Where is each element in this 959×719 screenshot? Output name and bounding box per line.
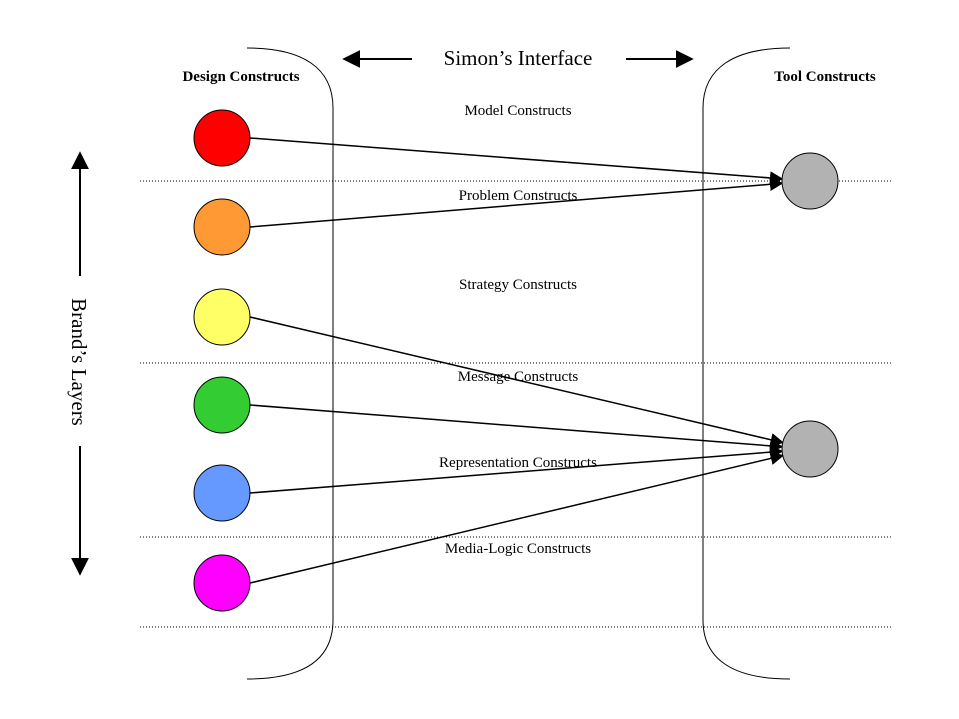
- design-node-magenta: [193, 554, 251, 612]
- design-node-orange: [193, 198, 251, 256]
- tool-node-upper: [781, 152, 839, 210]
- right-interface-bracket: [702, 47, 791, 680]
- layer-label: Message Constructs: [458, 369, 579, 385]
- design-node-blue: [193, 464, 251, 522]
- design-node-green: [193, 376, 251, 434]
- connector-arrow: [249, 404, 784, 453]
- connectors: [249, 137, 785, 584]
- interface-title: Simon’s Interface: [444, 46, 593, 70]
- brands-layers-label: Brand’s Layers: [67, 298, 91, 426]
- design-node-yellow: [193, 288, 251, 346]
- connector-arrow: [249, 137, 784, 185]
- left-interface-bracket: [246, 47, 334, 680]
- tool-nodes: [781, 152, 839, 478]
- design-nodes: [193, 109, 251, 612]
- design-constructs-heading: Design Constructs: [182, 69, 299, 85]
- connector-arrow: [249, 451, 785, 584]
- layer-separators: [140, 180, 892, 628]
- layer-label: Media-Logic Constructs: [445, 541, 591, 557]
- layer-label: Strategy Constructs: [459, 277, 577, 293]
- design-node-red: [193, 109, 251, 167]
- connector-arrow: [249, 177, 784, 228]
- tool-constructs-heading: Tool Constructs: [774, 69, 876, 85]
- connector-arrow: [249, 445, 784, 494]
- layer-label: Model Constructs: [464, 103, 571, 119]
- layer-label: Problem Constructs: [459, 188, 578, 204]
- layer-label: Representation Constructs: [439, 455, 597, 471]
- tool-node-lower: [781, 420, 839, 478]
- layer-labels: Model Constructs Problem Constructs Stra…: [439, 103, 597, 557]
- connector-arrow: [249, 316, 785, 447]
